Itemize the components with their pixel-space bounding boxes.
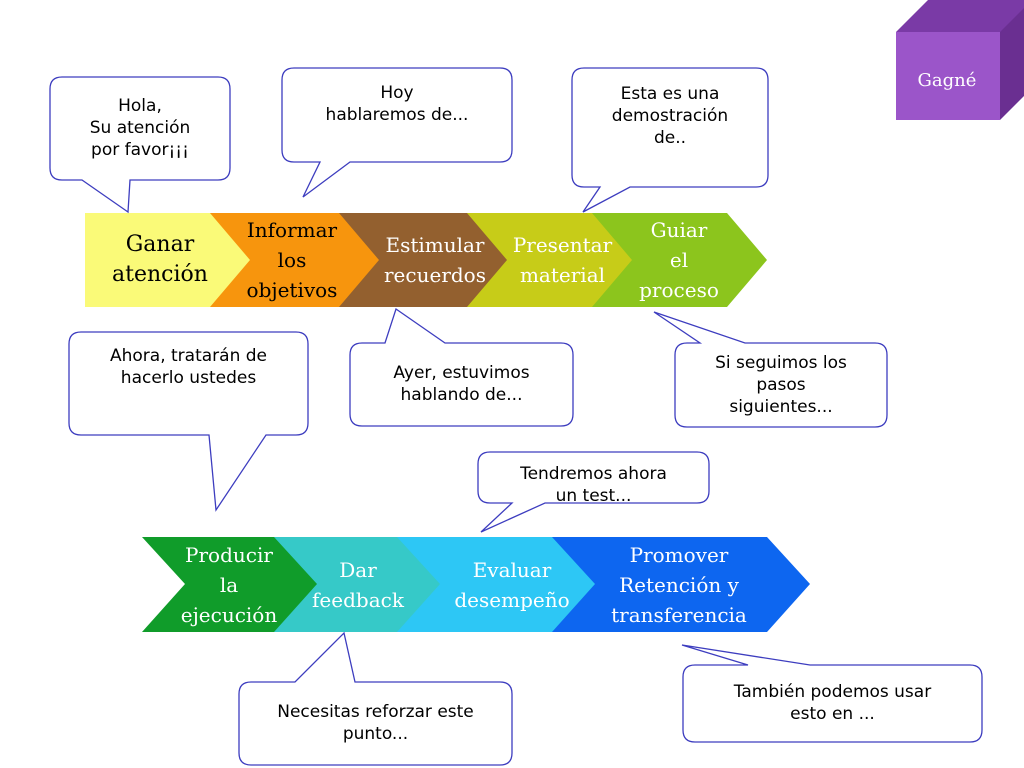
callout-9-text: También podemos usar esto en ... (733, 682, 932, 724)
step-dar-shape (269, 537, 440, 632)
callout-4-bubble (68, 331, 309, 512)
step-label-presentar: Presentar material (512, 233, 613, 287)
cube-side-face (1000, 8, 1024, 120)
step-label-producir: Producir la ejecución (180, 542, 278, 627)
step-evaluar-shape (392, 537, 595, 632)
step-informar-shape (205, 213, 379, 307)
step-ganar-shape (85, 213, 250, 307)
callout-4-text: Ahora, tratarán de hacerlo ustedes (109, 346, 267, 388)
step-label-dar: Dar feedback (312, 557, 404, 612)
callout-6-bubble (653, 311, 888, 428)
step-label-evaluar: Evaluar desempeño (454, 557, 570, 612)
step-label-guiar: Guiar el proceso (639, 218, 719, 302)
step-label-informar: Informar los objetivos (246, 218, 338, 302)
step-guiar-shape (587, 213, 767, 307)
step-label-estimular: Estimular recuerdos (384, 233, 486, 287)
callout-3-bubble (571, 67, 769, 213)
callout-7-text: Tendremos ahora un test... (520, 464, 667, 506)
step-estimular-shape (334, 213, 507, 307)
callout-1-bubble (49, 76, 231, 214)
callout-5-text: Ayer, estuvimos hablando de... (393, 363, 530, 405)
callout-7-bubble (477, 451, 710, 533)
callout-8-bubble (238, 631, 513, 766)
callout-3-text: Esta es una demostración de.. (611, 84, 729, 148)
callout-8-text: Necesitas reforzar este punto... (277, 702, 474, 744)
callout-2-bubble (281, 67, 513, 198)
callout-5-bubble (349, 307, 574, 427)
step-promover-shape (547, 537, 810, 632)
step-label-promover: Promover Retención y transferencia (611, 542, 747, 627)
cube-front-face (896, 32, 1000, 120)
step-producir-shape (142, 537, 317, 632)
callout-2-text: Hoy hablaremos de... (325, 83, 469, 125)
step-presentar-shape (462, 213, 632, 307)
callout-1-text: Hola, Su atención por favor¡¡¡ (89, 95, 191, 160)
cube-top-face (896, 0, 1024, 32)
callout-9-bubble (681, 644, 983, 743)
gagne-badge-label: Gagné (917, 69, 977, 91)
step-label-ganar: Ganar atención (112, 232, 208, 287)
callout-6-text: Si seguimos los pasos siguientes... (715, 353, 847, 417)
